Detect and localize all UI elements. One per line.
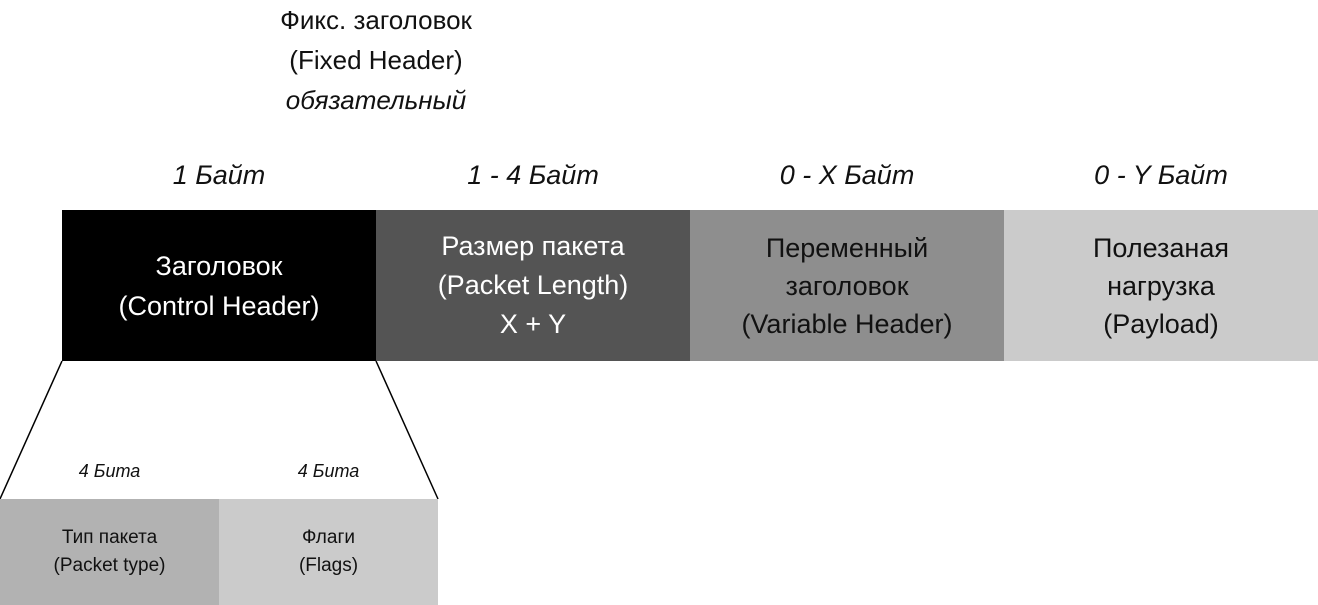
block-line: Заголовок bbox=[155, 250, 283, 281]
sub-block-flags: Флаги (Flags) bbox=[219, 499, 438, 605]
connector-line-left bbox=[0, 360, 63, 500]
fixed-header-label-ru: Фикс. заголовок bbox=[280, 5, 472, 35]
size-label-control-header: 1 Байт bbox=[172, 160, 266, 190]
bits-label-packet-type: 4 Бита bbox=[78, 461, 141, 481]
size-label-packet-length: 1 - 4 Байт bbox=[467, 160, 599, 190]
block-line: нагрузка bbox=[1107, 270, 1215, 301]
connector-line-right bbox=[375, 360, 439, 500]
fixed-header-title: Фикс. заголовок (Fixed Header) обязатель… bbox=[176, 0, 576, 120]
block-control-header: Заголовок (Control Header) bbox=[62, 210, 376, 361]
sub-block-line: (Flags) bbox=[298, 555, 359, 576]
fixed-header-required-label: обязательный bbox=[285, 85, 467, 115]
sub-block-line: Тип пакета bbox=[61, 527, 158, 548]
block-variable-header: Переменный заголовок (Variable Header) bbox=[690, 210, 1004, 361]
block-line: заголовок bbox=[785, 270, 909, 301]
block-line: (Payload) bbox=[1103, 308, 1219, 339]
bits-label-flags: 4 Бита bbox=[297, 461, 360, 481]
size-label-payload: 0 - Y Байт bbox=[1094, 160, 1228, 190]
block-payload: Полезаная нагрузка (Payload) bbox=[1004, 210, 1318, 361]
block-line: Переменный bbox=[765, 232, 929, 263]
block-line: (Packet Length) bbox=[437, 270, 629, 300]
block-line: (Variable Header) bbox=[741, 308, 953, 339]
sub-block-line: (Packet type) bbox=[53, 555, 166, 576]
block-line: Полезаная bbox=[1093, 232, 1229, 263]
block-line: Размер пакета bbox=[441, 231, 625, 261]
block-line: (Control Header) bbox=[118, 290, 320, 321]
fixed-header-label-en: (Fixed Header) bbox=[289, 45, 463, 75]
sub-block-packet-type: Тип пакета (Packet type) bbox=[0, 499, 219, 605]
sub-block-line: Флаги bbox=[301, 527, 355, 548]
size-label-variable-header: 0 - X Байт bbox=[779, 160, 915, 190]
block-packet-length: Размер пакета (Packet Length) X + Y bbox=[376, 210, 690, 361]
block-line: X + Y bbox=[499, 309, 567, 339]
